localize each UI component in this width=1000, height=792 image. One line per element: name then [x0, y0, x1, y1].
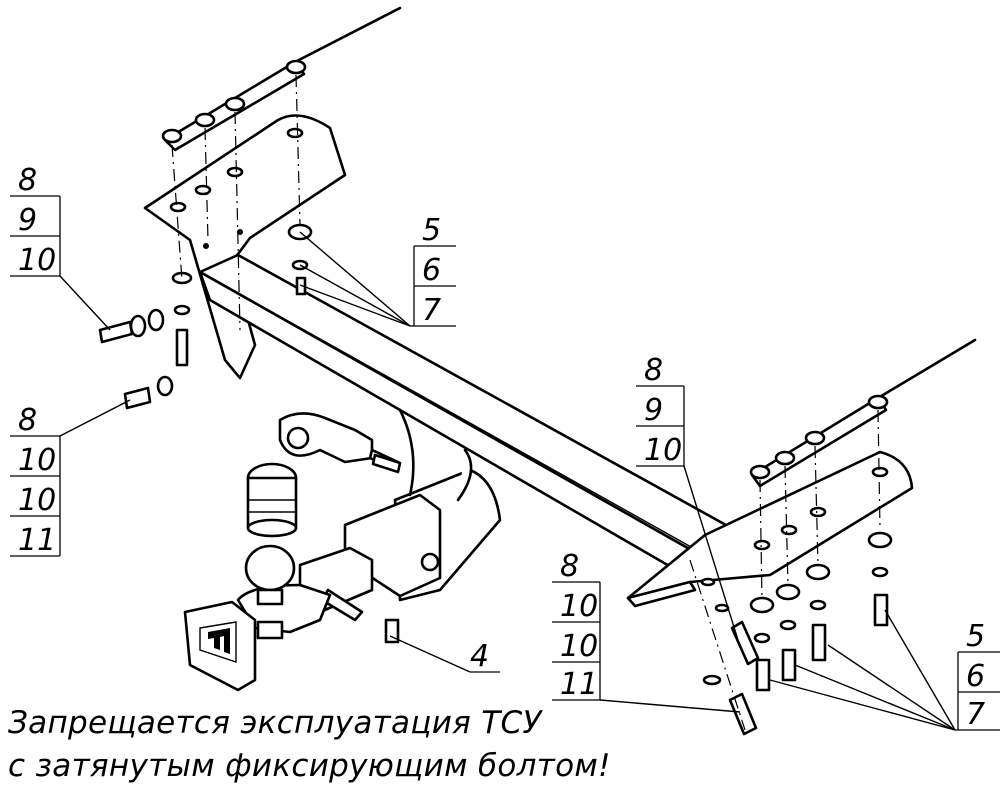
callout-center-lower: 8 10 10 11: [552, 549, 601, 702]
callout-bolt: 4: [470, 639, 500, 674]
callout-mid-upper: 5 6 7: [410, 213, 456, 328]
callout-left-upper-2: 10: [18, 243, 56, 278]
right-mounting-strap: [749, 338, 977, 488]
center-lines: [171, 74, 881, 731]
callout-left-lower-0: 8: [18, 403, 37, 438]
callout-mid-upper-2: 7: [422, 293, 441, 328]
callout-left-lower-2: 10: [18, 483, 56, 518]
callout-right-upper-0: 8: [644, 353, 663, 388]
receiver-plug-cap: [183, 600, 257, 692]
callout-right-lower-2: 7: [966, 697, 985, 732]
right-side-bracket: [626, 450, 914, 608]
leader-lines: [59, 231, 956, 731]
callout-left-upper-0: 8: [18, 163, 37, 198]
left-side-bracket: [143, 114, 347, 380]
callout-center-lower-3: 11: [560, 667, 598, 702]
ball-mount: [236, 544, 332, 640]
warning-note: Запрещается эксплуатация ТСУ с затянутым…: [8, 702, 628, 788]
callout-bolt-label: 4: [470, 639, 489, 674]
ball-cover-cap: [246, 462, 298, 538]
callout-right-upper: 8 9 10: [636, 353, 685, 468]
callout-left-lower-3: 11: [18, 523, 56, 558]
callout-center-lower-1: 10: [560, 589, 598, 624]
callout-left-lower: 8 10 10 11: [10, 403, 61, 558]
callout-right-upper-1: 9: [644, 393, 663, 428]
warning-line-1: Запрещается эксплуатация ТСУ: [8, 705, 542, 741]
left-mounting-strap: [161, 6, 402, 152]
callout-center-lower-0: 8: [560, 549, 579, 584]
callout-center-lower-2: 10: [560, 629, 598, 664]
callout-right-lower-0: 5: [966, 619, 985, 654]
callout-left-upper: 8 9 10: [10, 163, 61, 278]
callout-left-lower-1: 10: [18, 443, 56, 478]
hitch-receiver: [298, 408, 502, 622]
callout-mid-upper-1: 6: [422, 253, 441, 288]
callout-right-lower: 5 6 7: [955, 619, 1000, 732]
warning-line-2: с затянутым фиксирующим болтом!: [8, 748, 611, 784]
callout-mid-upper-0: 5: [422, 213, 441, 248]
callout-right-lower-1: 6: [966, 659, 985, 694]
fasteners: [98, 223, 893, 736]
callout-left-upper-1: 9: [18, 203, 37, 238]
callout-right-upper-2: 10: [644, 433, 682, 468]
